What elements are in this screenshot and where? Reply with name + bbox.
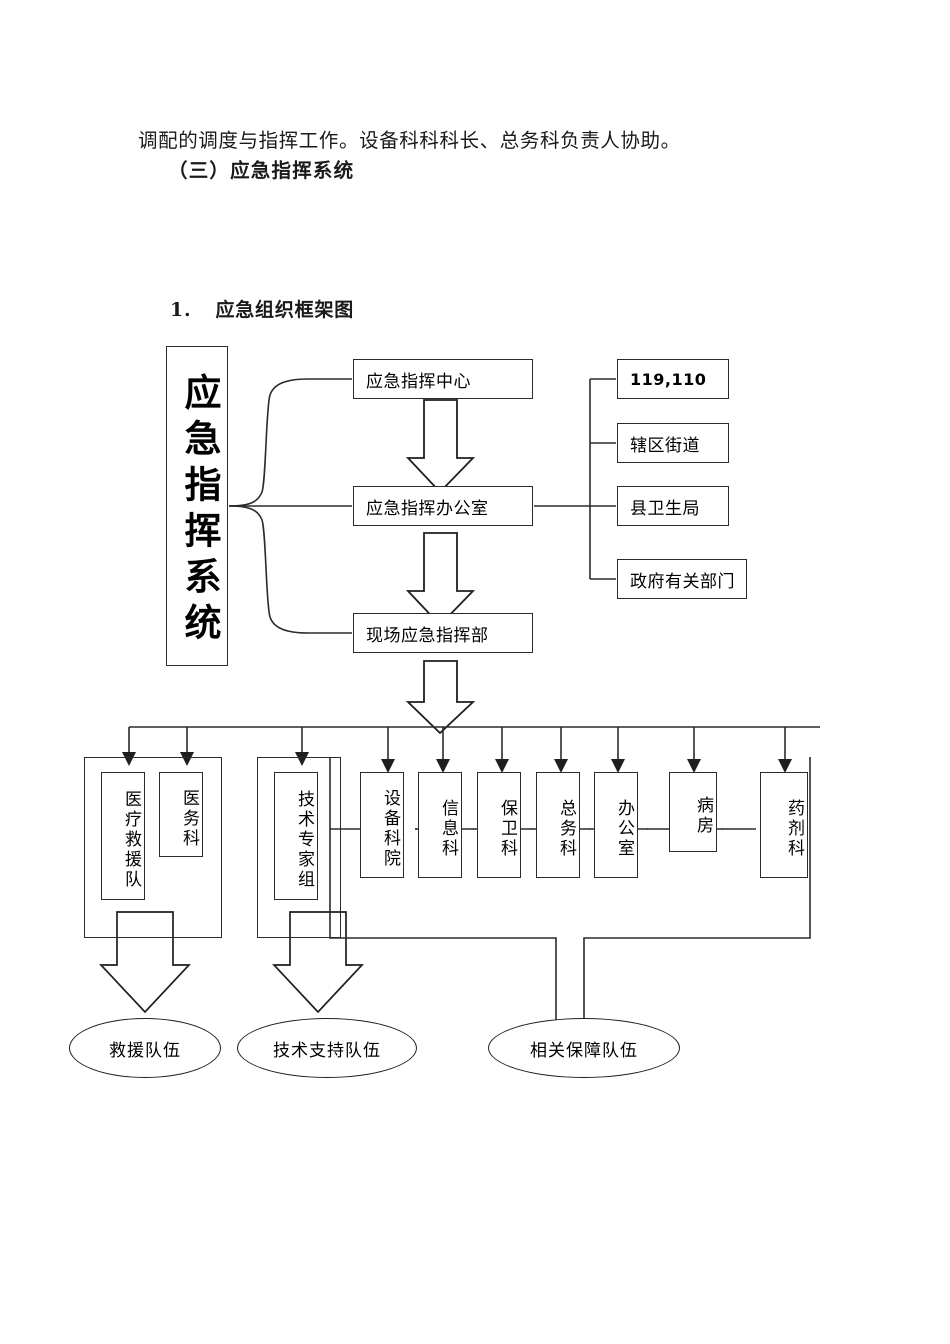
block-arrow-onsite-to-departments (405, 660, 476, 735)
arrowhead-5 (436, 759, 450, 773)
arrowhead-1 (122, 752, 136, 766)
figure-caption-text: 应急组织框架图 (215, 299, 355, 321)
arrowhead-3 (295, 752, 309, 766)
connector-departments-to-logistics-right (583, 757, 811, 1030)
node-dept-pharmacy[interactable]: 药剂科 (760, 772, 808, 878)
node-team-rescue[interactable]: 救援队伍 (69, 1018, 221, 1078)
group-technical (257, 757, 341, 938)
arrowhead-2 (180, 752, 194, 766)
connector-root-to-center (228, 378, 352, 507)
arrowhead-4 (381, 759, 395, 773)
node-partner-health-bureau[interactable]: 县卫生局 (617, 486, 729, 526)
arrowhead-6 (495, 759, 509, 773)
section-heading: （三）应急指挥系统 (168, 159, 355, 182)
node-team-logistics[interactable]: 相关保障队伍 (488, 1018, 680, 1078)
arrowhead-9 (687, 759, 701, 773)
arrowhead-8 (611, 759, 625, 773)
root-title-box[interactable]: 应急指挥系统 (166, 346, 228, 666)
node-dept-tech-expert-group[interactable]: 技术专家组 (274, 772, 318, 900)
figure-caption: 1. 应急组织框架图 (170, 295, 354, 322)
figure-number: 1. (170, 299, 192, 321)
arrowhead-7 (554, 759, 568, 773)
node-team-support[interactable]: 技术支持队伍 (237, 1018, 417, 1078)
node-command-center[interactable]: 应急指挥中心 (353, 359, 533, 399)
arrowhead-10 (778, 759, 792, 773)
connector-departments-to-logistics-left (329, 757, 557, 1030)
node-dept-admin-office[interactable]: 办公室 (594, 772, 638, 878)
connector-root-to-onsite (228, 505, 352, 634)
node-dept-security[interactable]: 保卫科 (477, 772, 521, 878)
group-medical (84, 757, 222, 938)
body-paragraph: 调配的调度与指挥工作。设备科科科长、总务科负责人协助。 (138, 129, 681, 152)
node-onsite-command[interactable]: 现场应急指挥部 (353, 613, 533, 653)
node-partner-hotline[interactable]: 119,110 (617, 359, 729, 399)
block-arrow-center-to-office (405, 399, 476, 494)
node-command-office[interactable]: 应急指挥办公室 (353, 486, 533, 526)
node-partner-street[interactable]: 辖区街道 (617, 423, 729, 463)
node-dept-general-affairs[interactable]: 总务科 (536, 772, 580, 878)
node-dept-information[interactable]: 信息科 (418, 772, 462, 878)
block-arrow-office-to-onsite (405, 532, 476, 627)
node-dept-medical-affairs[interactable]: 医务科 (159, 772, 203, 857)
node-dept-equipment[interactable]: 设备科院 (360, 772, 404, 878)
node-dept-ward[interactable]: 病房 (669, 772, 717, 852)
node-partner-government[interactable]: 政府有关部门 (617, 559, 747, 599)
node-dept-medical-rescue-team[interactable]: 医疗救援队 (101, 772, 145, 900)
